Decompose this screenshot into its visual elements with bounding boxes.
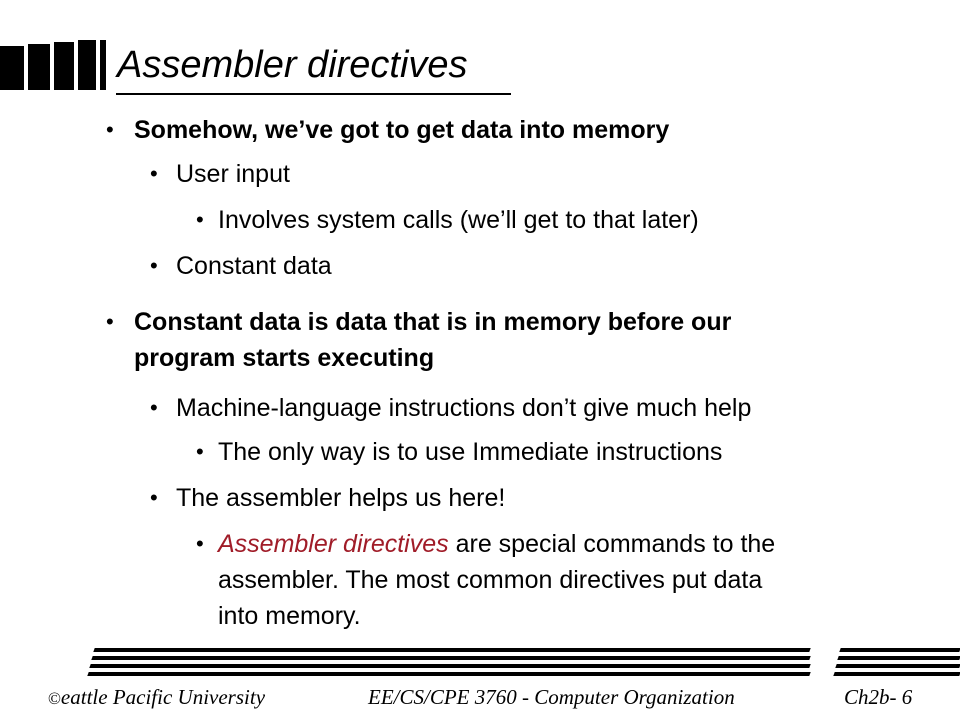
directives-line1-rest: are special commands to the — [448, 530, 776, 558]
bullet-l3-directives-line3: into memory. — [218, 602, 361, 630]
bullet-glyph: • — [106, 117, 114, 142]
title-underline — [116, 93, 511, 95]
bullet-l1-memory: Somehow, we’ve got to get data into memo… — [134, 116, 670, 144]
bullet-l1-constant-definition-line1: Constant data is data that is in memory … — [134, 308, 732, 336]
slide-title: Assembler directives — [117, 44, 468, 86]
bullet-glyph: • — [150, 395, 158, 420]
bullet-l3-immediate: The only way is to use Immediate instruc… — [218, 438, 723, 466]
bullet-glyph: • — [150, 485, 158, 510]
footer-institution: ©eattle Pacific University — [48, 683, 265, 713]
footer-page-number: Ch2b- 6 — [844, 685, 913, 709]
bullet-glyph: • — [196, 531, 204, 556]
institution-name: eattle Pacific University — [60, 685, 266, 709]
bullet-glyph: • — [196, 207, 204, 232]
bullet-l2-machine-language: Machine-language instructions don’t give… — [176, 394, 752, 422]
bullet-glyph: • — [150, 253, 158, 278]
footer-course: EE/CS/CPE 3760 - Computer Organization — [368, 685, 735, 709]
bullet-glyph: • — [196, 439, 204, 464]
bullet-l2-constant-data: Constant data — [176, 252, 332, 280]
bullet-l3-system-calls: Involves system calls (we’ll get to that… — [218, 206, 699, 234]
bullet-l3-directives-line1: Assembler directives are special command… — [218, 528, 775, 560]
bullet-l2-user-input: User input — [176, 160, 290, 188]
copyright-icon: © — [48, 689, 61, 708]
bullet-l1-constant-definition-line2: program starts executing — [134, 344, 435, 372]
bullet-l2-assembler-helps: The assembler helps us here! — [176, 484, 506, 512]
logo-bars-icon — [0, 40, 110, 92]
bullet-glyph: • — [150, 161, 158, 186]
bullet-glyph: • — [106, 309, 114, 334]
bullet-l3-directives-line2: assembler. The most common directives pu… — [218, 566, 763, 594]
highlight-term: Assembler directives — [218, 530, 449, 558]
